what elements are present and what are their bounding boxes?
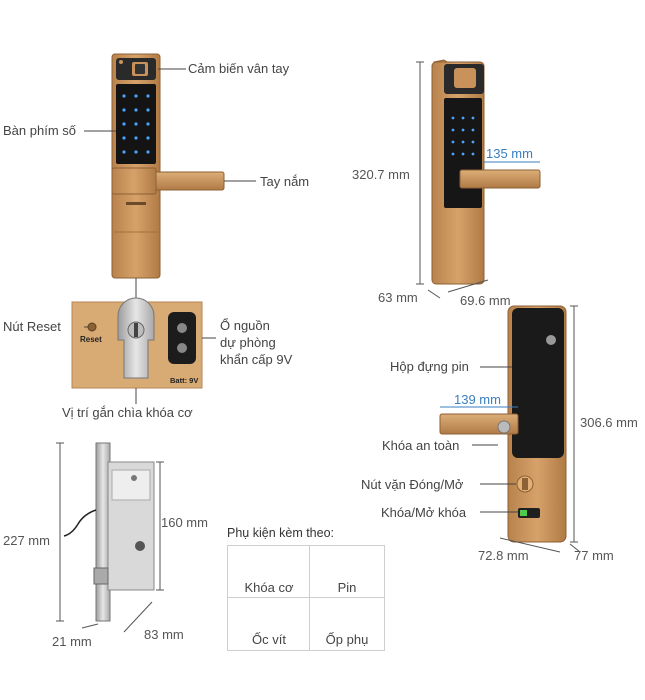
batt-text: Batt: 9V (170, 376, 199, 385)
accessory-label: Pin (337, 580, 357, 595)
dim-front-depth: 63 mm (378, 290, 418, 305)
accessories-title: Phụ kiện kèm theo: (227, 526, 335, 540)
accessory-mechanical-key: Khóa cơ (227, 545, 311, 599)
front-lock (111, 53, 225, 279)
side-lock (431, 59, 541, 285)
dim-mortise-depth: 83 mm (144, 627, 184, 642)
label-lock-unlock: Khóa/Mở khóa (381, 505, 467, 520)
label-battery-box: Hộp đựng pin (390, 359, 469, 374)
dim-back-width: 72.8 mm (478, 548, 529, 563)
accessory-label: Ốc vít (252, 632, 286, 647)
dim-front-width: 69.6 mm (460, 293, 511, 308)
dim-handle-length-front: 135 mm (486, 146, 533, 161)
dim-back-height: 306.6 mm (580, 415, 638, 430)
label-fingerprint-sensor: Cảm biến vân tay (188, 61, 290, 76)
dim-mortise-height: 227 mm (3, 533, 50, 548)
accessory-label: Ốp phụ (325, 632, 369, 647)
keypad-keys (122, 94, 150, 154)
dim-mortise-width: 21 mm (52, 634, 92, 649)
dim-front-height: 320.7 mm (352, 167, 410, 182)
accessory-strike-plate: Ốp phụ (309, 597, 385, 651)
dim-mortise-body-height: 160 mm (161, 515, 208, 530)
back-dims (440, 305, 581, 553)
dim-back-depth: 77 mm (574, 548, 614, 563)
accessory-battery: Pin (309, 545, 385, 599)
label-mech-key-position: Vị trí gắn chìa khóa cơ (62, 405, 193, 420)
accessory-label: Khóa cơ (244, 580, 294, 595)
label-handle: Tay nắm (260, 174, 310, 189)
back-lock (439, 305, 567, 543)
label-safety-lock: Khóa an toàn (382, 438, 460, 453)
accessory-screws: Ốc vít (227, 597, 311, 651)
mortise-dims (56, 442, 164, 633)
label-emergency-power-3: khẩn cấp 9V (220, 352, 293, 367)
reset-text: Reset (80, 335, 102, 344)
side-dims (416, 61, 540, 299)
back-leaders (472, 366, 518, 513)
label-open-close-knob: Nút vặn Đóng/Mở (361, 477, 464, 492)
mortise-lock (63, 442, 155, 622)
inset-detail (71, 297, 216, 389)
dim-handle-length-back: 139 mm (454, 392, 501, 407)
label-keypad: Bàn phím số (3, 123, 76, 138)
label-emergency-power-1: Ổ nguồn (220, 318, 270, 333)
label-emergency-power-2: dự phòng (220, 335, 276, 350)
label-reset-button: Nút Reset (3, 319, 61, 334)
